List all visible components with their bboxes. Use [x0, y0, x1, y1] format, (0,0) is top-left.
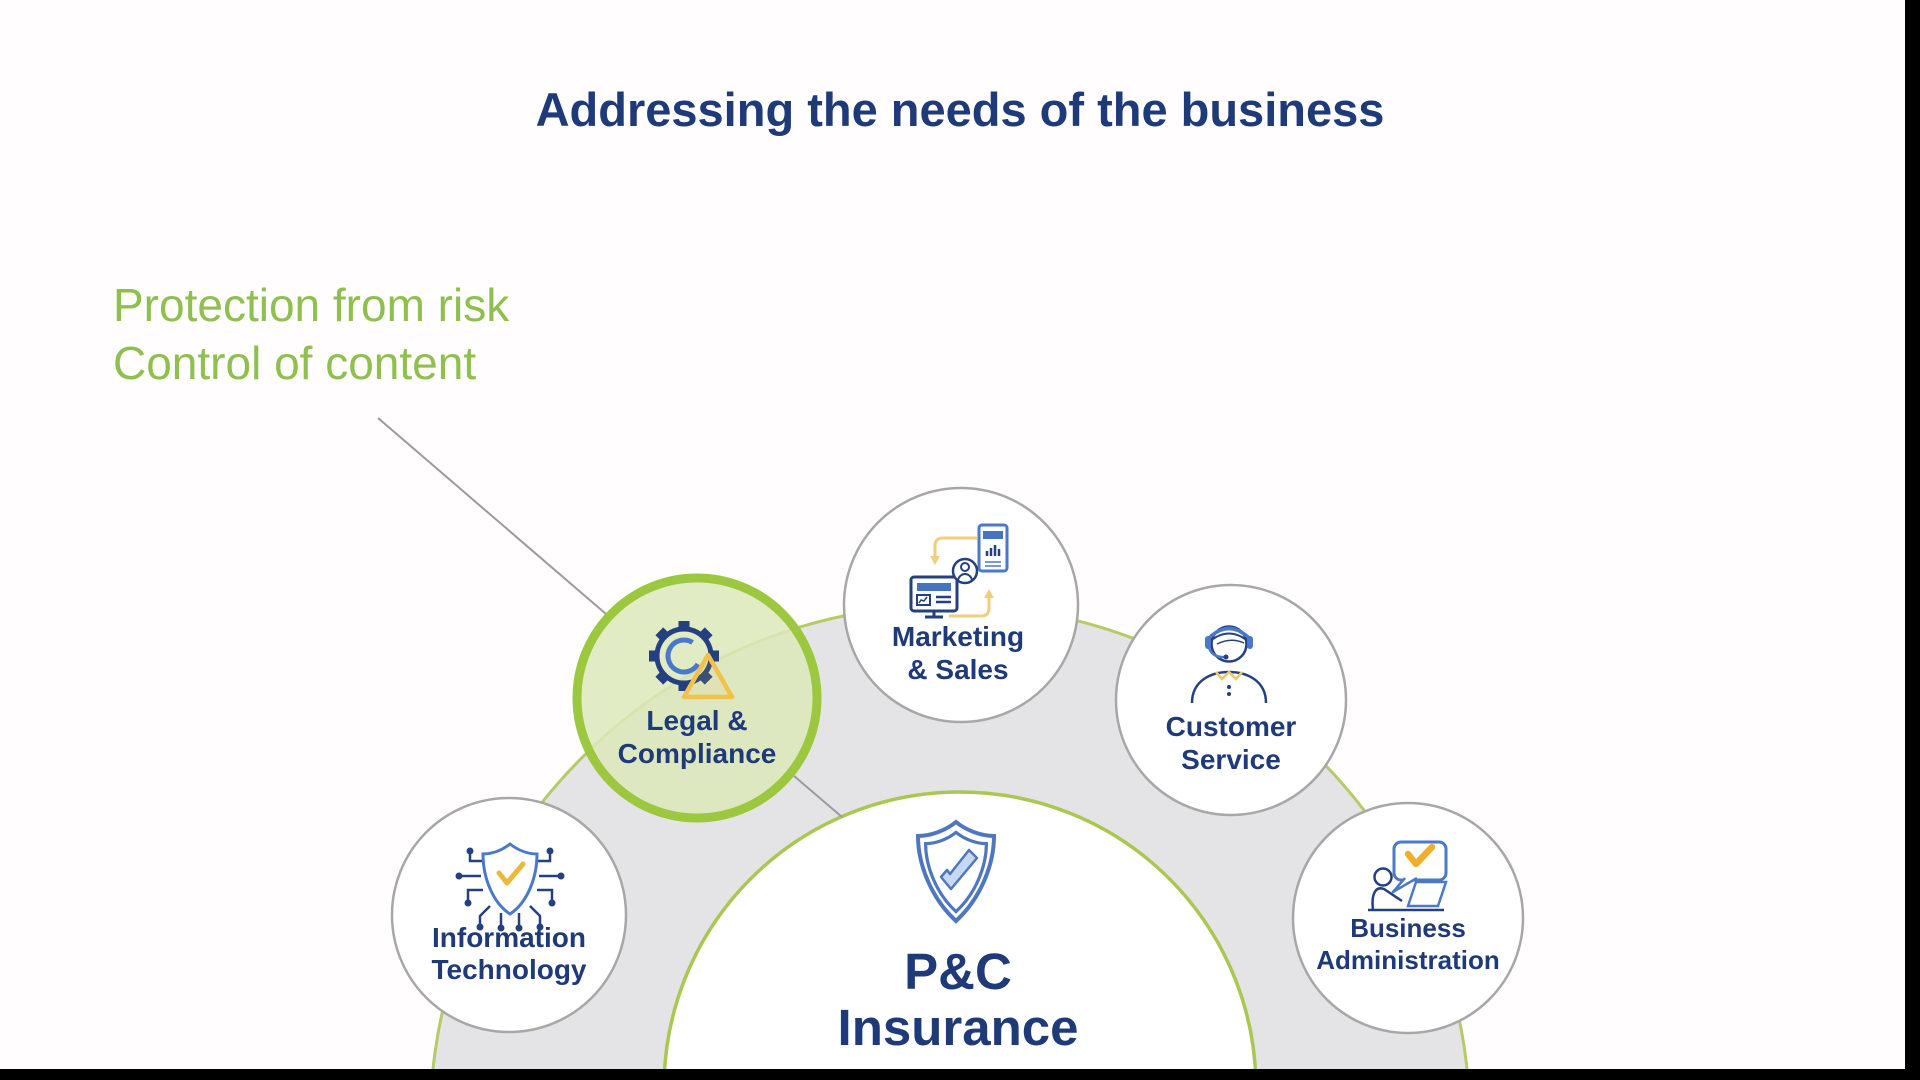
annotation-text: Protection from risk Control of content [113, 276, 509, 392]
warning-triangle [681, 652, 735, 700]
letterbox-bottom [0, 1069, 1920, 1080]
hub-content: P&C Insurance [838, 819, 1079, 1056]
annotation-line-1: Protection from risk [113, 279, 510, 331]
shield-inner [923, 830, 989, 914]
support-agent-icon [1190, 625, 1268, 704]
letterbox-right [1905, 0, 1920, 1080]
node-label-line1: Legal & [646, 705, 747, 736]
headset-ear-left [1205, 636, 1211, 649]
person-head [1373, 867, 1393, 887]
tablet-glyph [977, 523, 1009, 573]
node-marketing-sales: Marketing & Sales [842, 486, 1080, 724]
node-circle [842, 486, 1080, 724]
hub-label-line1: P&C [904, 943, 1012, 1000]
callout-line [377, 417, 843, 818]
security-circuit-icon [455, 842, 565, 932]
node-label-line2: & Sales [907, 654, 1008, 685]
person-circle-glyph [951, 557, 979, 585]
node-information-technology: Information Technology [390, 796, 628, 1034]
check-mark [496, 861, 526, 886]
devices-sync-icon [909, 523, 1009, 619]
callout-line-upper [377, 417, 607, 615]
gear-warning-icon [649, 621, 735, 700]
monitor-glyph [909, 575, 959, 619]
node-label-line1: Customer [1166, 711, 1297, 742]
node-label-line2: Technology [431, 954, 586, 985]
callout-line-lower [793, 775, 843, 818]
speech-bubble-tail [1391, 876, 1418, 894]
check-mark [939, 848, 979, 891]
node-label-line2: Administration [1316, 945, 1499, 975]
node-label-line1: Business [1350, 913, 1466, 943]
laptop-screen [1406, 880, 1448, 908]
node-customer-service: Customer Service [1114, 583, 1348, 817]
node-circle [1291, 801, 1525, 1035]
headset-mic [1207, 647, 1226, 659]
node-label-line1: Marketing [892, 621, 1024, 652]
annotation-line-2: Control of content [113, 337, 477, 389]
headset-band [1207, 626, 1251, 640]
collar [1215, 670, 1243, 681]
node-label-line2: Compliance [618, 738, 777, 769]
shield-check-icon [915, 819, 997, 924]
person-body [1371, 887, 1403, 911]
node-label-line2: Service [1181, 744, 1281, 775]
hub-label-line2: Insurance [838, 999, 1079, 1056]
node-legal-compliance: Legal & Compliance [572, 573, 822, 823]
gear-inner-arc [665, 637, 703, 675]
headset-ear-right [1247, 636, 1253, 649]
node-business-administration: Business Administration [1291, 801, 1525, 1035]
node-label-line1: Information [432, 922, 586, 953]
check-mark [1404, 843, 1436, 868]
hub-circle [662, 790, 1258, 1080]
person-laptop-check-icon [1368, 840, 1448, 912]
arrow-head-up [984, 589, 994, 598]
slide-title: Addressing the needs of the business [535, 83, 1385, 136]
arrow-head-down [930, 556, 940, 565]
